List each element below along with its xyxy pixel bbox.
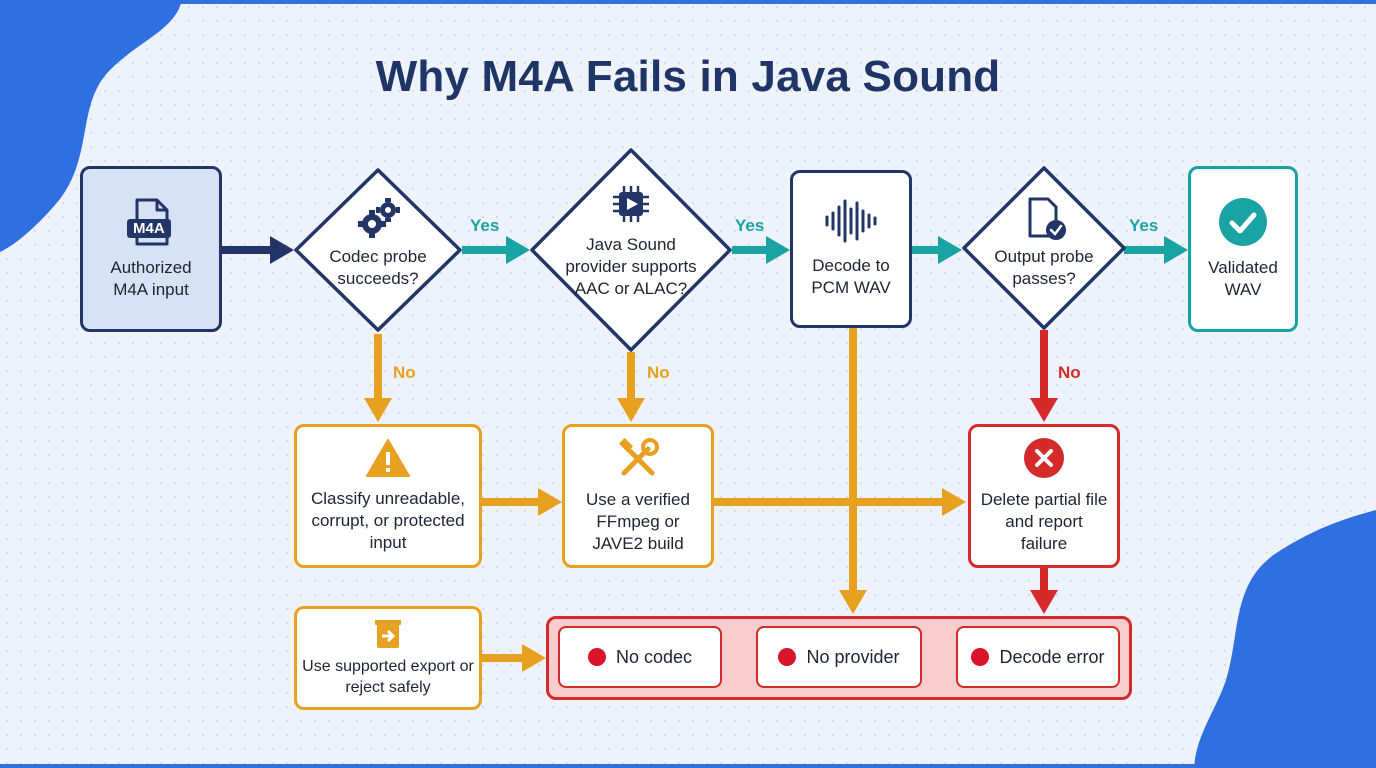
waveform-icon	[825, 199, 877, 243]
node-codec-probe-label: Codec probe succeeds?	[329, 247, 427, 288]
file-check-icon	[1028, 197, 1066, 240]
error-no-provider-label: No provider	[806, 646, 900, 667]
node-output-probe: Output probe passes?	[960, 164, 1128, 332]
node-input-label: Authorized M4A input	[110, 258, 192, 299]
error-no-provider: No provider	[756, 626, 922, 688]
corner-blob-bottom-right	[1194, 510, 1376, 768]
error-x-icon	[1024, 438, 1064, 478]
chip-play-icon	[613, 186, 649, 222]
node-supported-export-label: Use supported export or reject safely	[302, 658, 474, 696]
node-classify: Classify unreadable, corrupt, or protect…	[294, 424, 482, 568]
node-decode-label: Decode to PCM WAV	[811, 256, 891, 297]
node-delete-partial-label: Delete partial file and report failure	[980, 490, 1108, 553]
error-decode-error: Decode error	[956, 626, 1120, 688]
yes-label-output: Yes	[1129, 216, 1159, 235]
no-label-provider: No	[647, 363, 670, 382]
node-validated: Validated WAV	[1188, 166, 1298, 332]
node-codec-probe: Codec probe succeeds?	[292, 166, 464, 334]
gears-icon	[358, 198, 400, 238]
error-decode-error-label: Decode error	[999, 646, 1105, 667]
no-label-output: No	[1058, 363, 1081, 382]
node-ffmpeg: Use a verified FFmpeg or JAVE2 build	[562, 424, 714, 568]
export-icon	[375, 620, 401, 648]
red-dot-icon	[778, 648, 797, 666]
node-supported-export: Use supported export or reject safely	[294, 606, 482, 710]
m4a-badge: M4A	[127, 219, 171, 238]
node-validated-label: Validated WAV	[1208, 258, 1278, 299]
error-no-codec-label: No codec	[615, 646, 693, 667]
yes-label-provider: Yes	[735, 216, 765, 235]
warning-icon	[366, 439, 410, 477]
node-input: M4A Authorized M4A input	[80, 166, 222, 332]
error-no-codec: No codec	[558, 626, 722, 688]
top-border	[0, 0, 1376, 4]
corner-blob-top-left	[0, 0, 182, 252]
node-classify-label: Classify unreadable, corrupt, or protect…	[310, 489, 466, 552]
red-dot-icon	[971, 648, 990, 666]
node-provider-check: Java Sound provider supports AAC or ALAC…	[528, 146, 734, 354]
tools-icon	[618, 437, 659, 476]
red-dot-icon	[587, 648, 606, 666]
yes-label-codec: Yes	[470, 216, 500, 235]
check-circle-icon	[1219, 198, 1267, 246]
node-decode: Decode to PCM WAV	[790, 170, 912, 328]
bottom-border	[0, 764, 1376, 768]
node-provider-check-label: Java Sound provider supports AAC or ALAC…	[565, 235, 697, 298]
node-output-probe-label: Output probe passes?	[994, 247, 1094, 288]
no-label-codec: No	[393, 363, 416, 382]
node-delete-partial: Delete partial file and report failure	[968, 424, 1120, 568]
node-ffmpeg-label: Use a verified FFmpeg or JAVE2 build	[586, 490, 690, 553]
diagram-title: Why M4A Fails in Java Sound	[375, 52, 1001, 101]
